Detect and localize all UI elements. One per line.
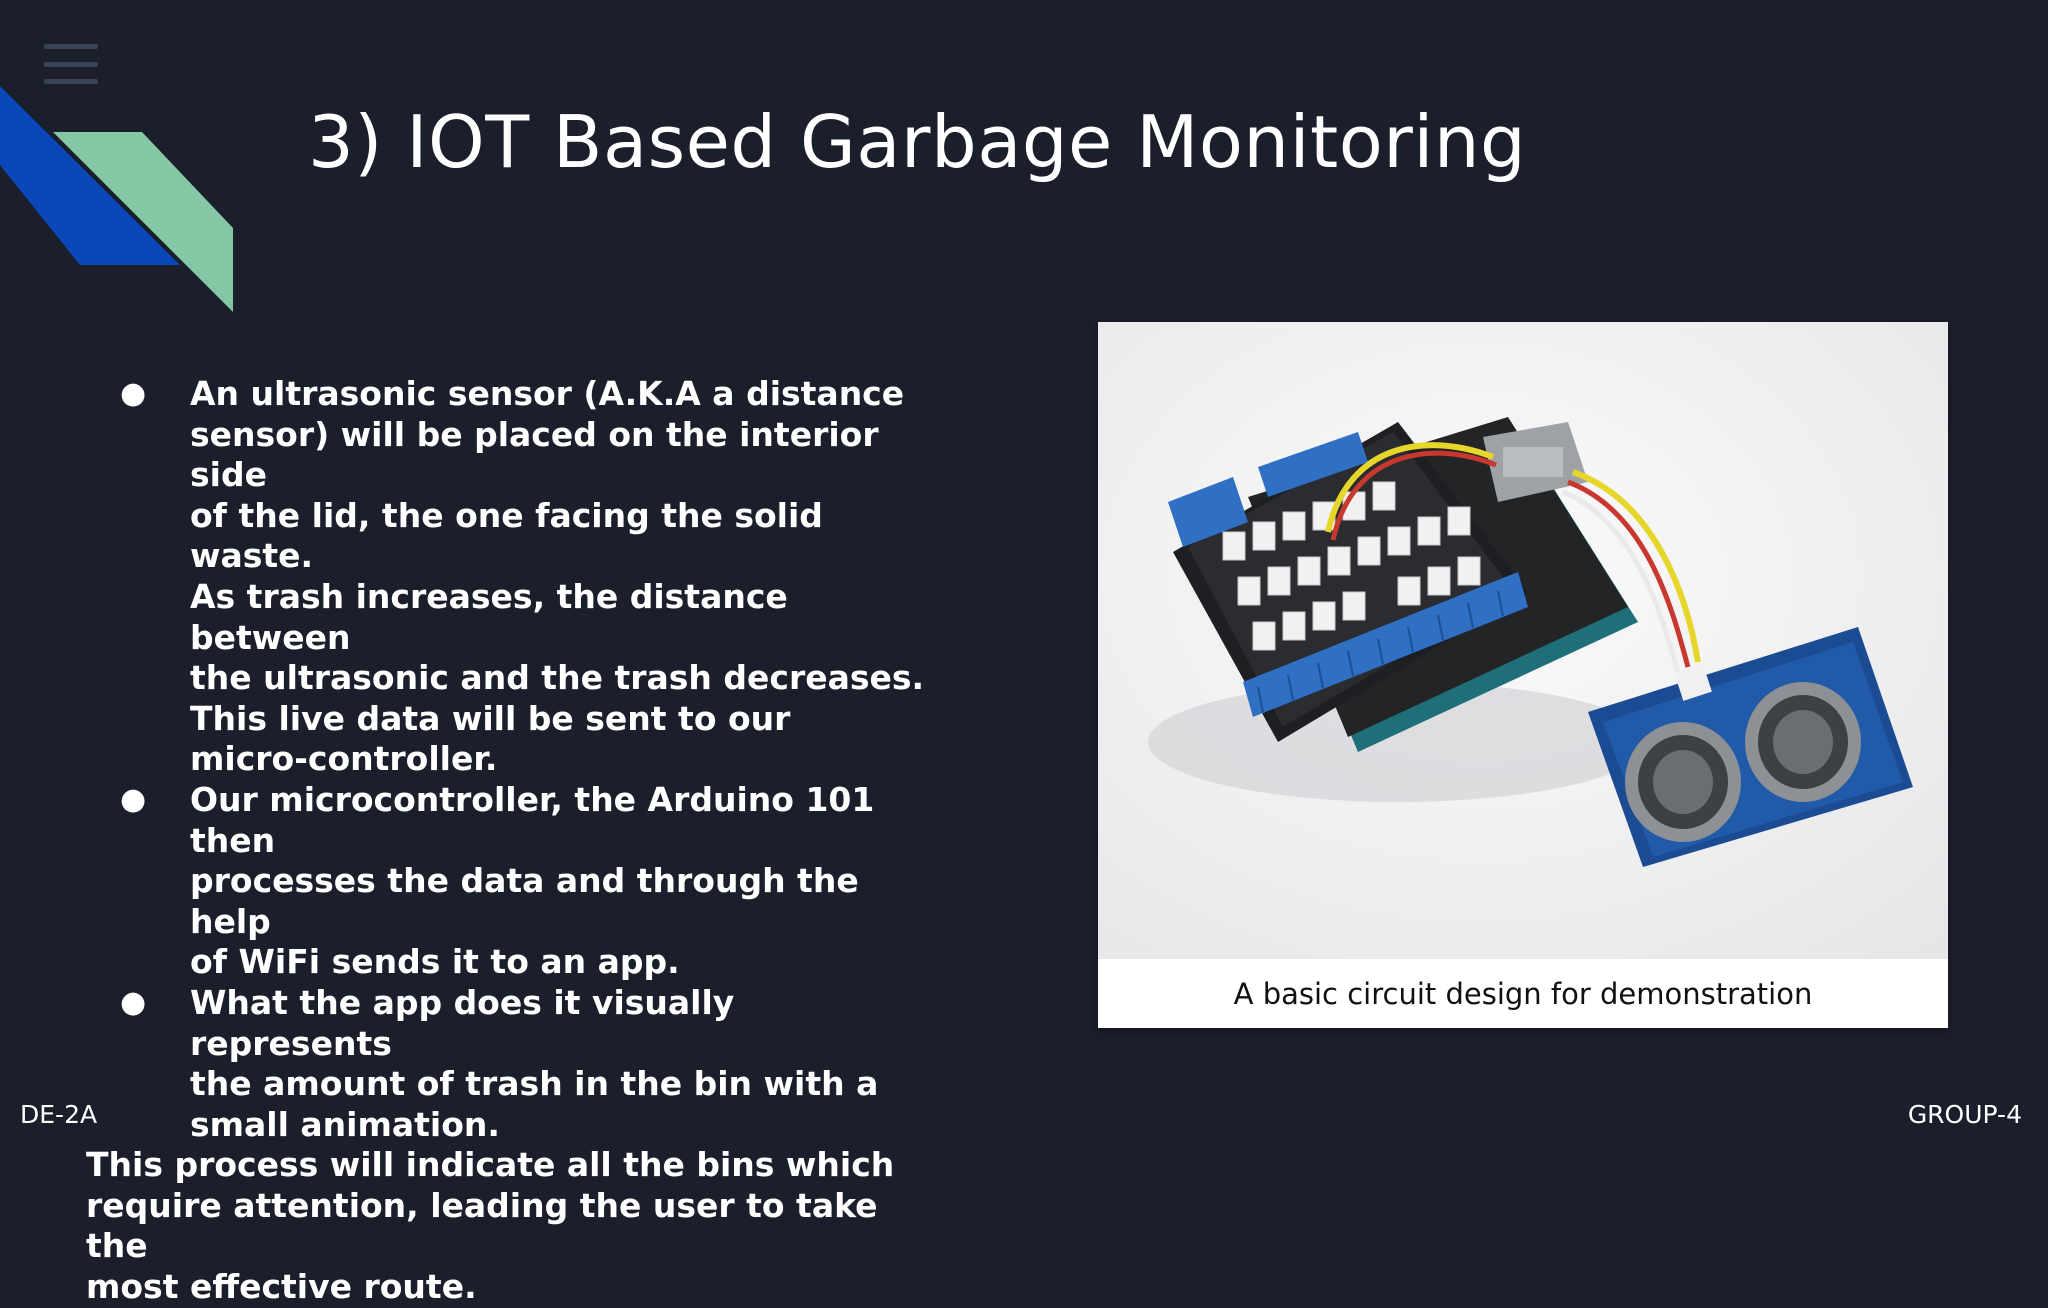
- menu-icon-bar: [44, 44, 98, 49]
- footer-section-label: DE-2A: [20, 1100, 98, 1129]
- bullet-line: of WiFi sends it to an app.: [190, 942, 680, 982]
- menu-icon[interactable]: [44, 44, 98, 84]
- bullet-line: What the app does it visually represents: [190, 982, 735, 1063]
- slide-body: ● An ultrasonic sensor (A.K.A a distance…: [86, 374, 946, 1308]
- bullet-line: of the lid, the one facing the solid was…: [190, 495, 823, 576]
- bullet-list: ● An ultrasonic sensor (A.K.A a distance…: [86, 374, 946, 1145]
- bullet-line: Our microcontroller, the Arduino 101 the…: [190, 779, 875, 860]
- menu-icon-bar: [44, 79, 98, 84]
- bullet-line: the ultrasonic and the trash decreases.: [190, 658, 925, 698]
- bullet-line: An ultrasonic sensor (A.K.A a distance: [190, 374, 905, 413]
- summary-line: most effective route.: [86, 1267, 477, 1307]
- summary-line: This process will indicate all the bins …: [86, 1145, 895, 1185]
- bullet-line: micro-controller.: [190, 739, 498, 779]
- bullet-line: processes the data and through the help: [190, 861, 859, 941]
- summary-line: require attention, leading the user to t…: [86, 1185, 878, 1266]
- slide-title: 3) IOT Based Garbage Monitoring: [308, 100, 1527, 184]
- bullet-line: sensor) will be placed on the interior s…: [190, 414, 879, 495]
- bullet-dot: ●: [120, 781, 147, 817]
- bullet-item: ● What the app does it visually represen…: [86, 983, 946, 1145]
- corner-stripes-decoration: [0, 86, 233, 312]
- figure-card: A basic circuit design for demonstration: [1098, 322, 1948, 1028]
- bullet-dot: ●: [120, 376, 147, 411]
- bullet-line: As trash increases, the distance between: [190, 576, 788, 657]
- menu-icon-bar: [44, 61, 98, 67]
- footer-group-label: GROUP-4: [1907, 1100, 2022, 1129]
- bullet-line: This live data will be sent to our: [190, 698, 791, 738]
- bullet-item: ● Our microcontroller, the Arduino 101 t…: [86, 780, 946, 983]
- bullet-item: ● An ultrasonic sensor (A.K.A a distance…: [86, 374, 946, 780]
- summary-paragraph: This process will indicate all the bins …: [86, 1145, 946, 1307]
- figure-caption: A basic circuit design for demonstration: [1233, 976, 1813, 1011]
- bullet-line: the amount of trash in the bin with a: [190, 1064, 879, 1104]
- bullet-dot: ●: [120, 984, 147, 1020]
- bullet-line: small animation.: [190, 1104, 500, 1144]
- arduino-ultrasonic-sensor-photo: [1098, 322, 1948, 959]
